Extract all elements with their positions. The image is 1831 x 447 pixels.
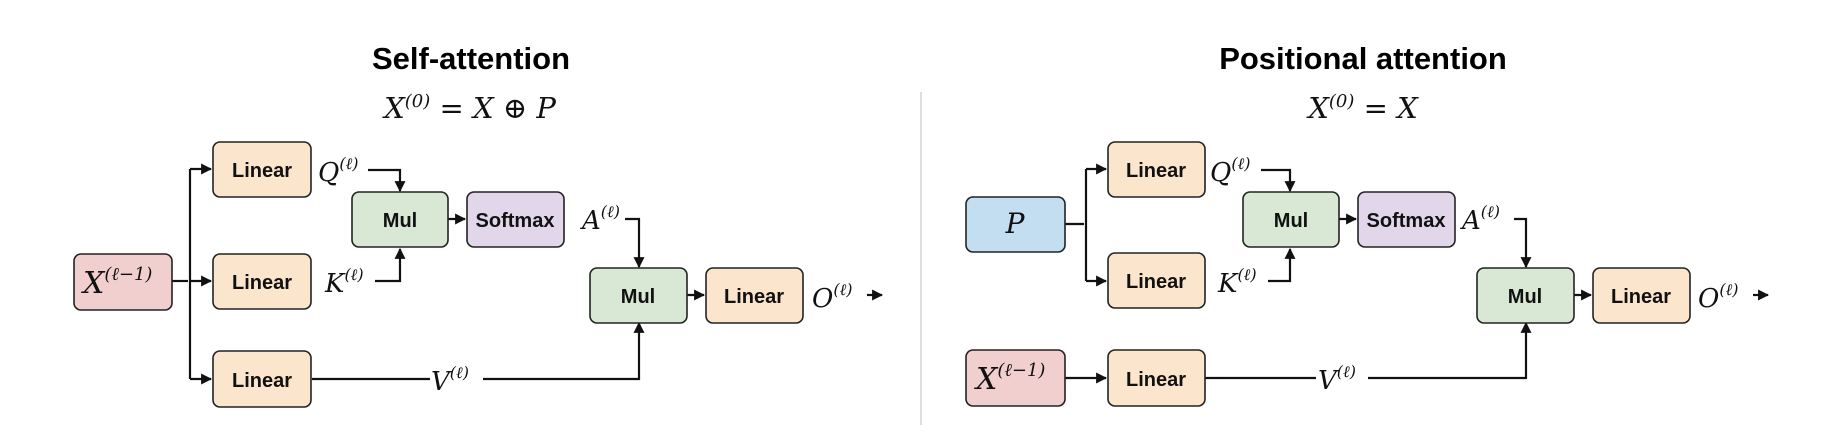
mul-2-node: Mul <box>1476 267 1575 324</box>
self-attention-panel: Self-attention X(0) = X ⊕ P <box>73 41 884 408</box>
connectors <box>172 163 884 385</box>
input-label: X(ℓ−1) <box>974 360 1045 397</box>
linear-v-label: Linear <box>1126 369 1186 391</box>
q-label: Q(ℓ) <box>318 154 358 188</box>
a-label: A(ℓ) <box>1460 202 1500 236</box>
linear-out-label: Linear <box>1611 286 1671 308</box>
linear-k-node: Linear <box>1107 252 1206 309</box>
linear-v-node: Linear <box>1107 349 1206 407</box>
linear-q-node: Linear <box>212 141 312 198</box>
linear-v-label: Linear <box>232 370 292 392</box>
k-label: K(ℓ) <box>1217 265 1257 299</box>
input-label: X(ℓ−1) <box>81 264 152 301</box>
positional-node: P <box>965 196 1066 253</box>
linear-q-label: Linear <box>1126 160 1186 182</box>
positional-attention-panel: Positional attention X(0) = X P X(ℓ−1) <box>965 41 1770 407</box>
q-label: Q(ℓ) <box>1210 154 1250 188</box>
mul-1-label: Mul <box>383 210 417 232</box>
linear-q-node: Linear <box>1107 141 1206 198</box>
linear-k-node: Linear <box>212 253 312 310</box>
mul-2-label: Mul <box>1508 286 1542 308</box>
panel-title: Self-attention <box>372 41 570 76</box>
k-label: K(ℓ) <box>324 265 364 299</box>
panel-equation: X(0) = X <box>1306 91 1419 125</box>
softmax-node: Softmax <box>1357 191 1456 248</box>
v-label: V(ℓ) <box>431 363 469 397</box>
a-label: A(ℓ) <box>580 202 620 236</box>
panel-equation: X(0) = X ⊕ P <box>382 91 556 125</box>
connectors <box>1065 163 1770 384</box>
positional-label: P <box>1005 207 1026 240</box>
mul-1-node: Mul <box>1242 191 1340 248</box>
linear-k-label: Linear <box>1126 271 1186 293</box>
linear-out-label: Linear <box>724 286 784 308</box>
panel-title: Positional attention <box>1219 41 1507 76</box>
linear-v-node: Linear <box>212 350 312 408</box>
o-label: O(ℓ) <box>1698 280 1738 314</box>
input-node: X(ℓ−1) <box>73 253 173 311</box>
v-label: V(ℓ) <box>1318 362 1356 396</box>
mul-1-node: Mul <box>351 191 449 248</box>
linear-out-node: Linear <box>1592 267 1691 324</box>
softmax-label: Softmax <box>476 210 555 232</box>
softmax-node: Softmax <box>466 191 565 248</box>
linear-k-label: Linear <box>232 272 292 294</box>
o-label: O(ℓ) <box>812 280 852 314</box>
mul-2-label: Mul <box>621 286 655 308</box>
softmax-label: Softmax <box>1367 210 1446 232</box>
input-node: X(ℓ−1) <box>965 349 1066 407</box>
linear-q-label: Linear <box>232 160 292 182</box>
mul-1-label: Mul <box>1274 210 1308 232</box>
linear-out-node: Linear <box>705 267 804 324</box>
mul-2-node: Mul <box>589 267 688 324</box>
